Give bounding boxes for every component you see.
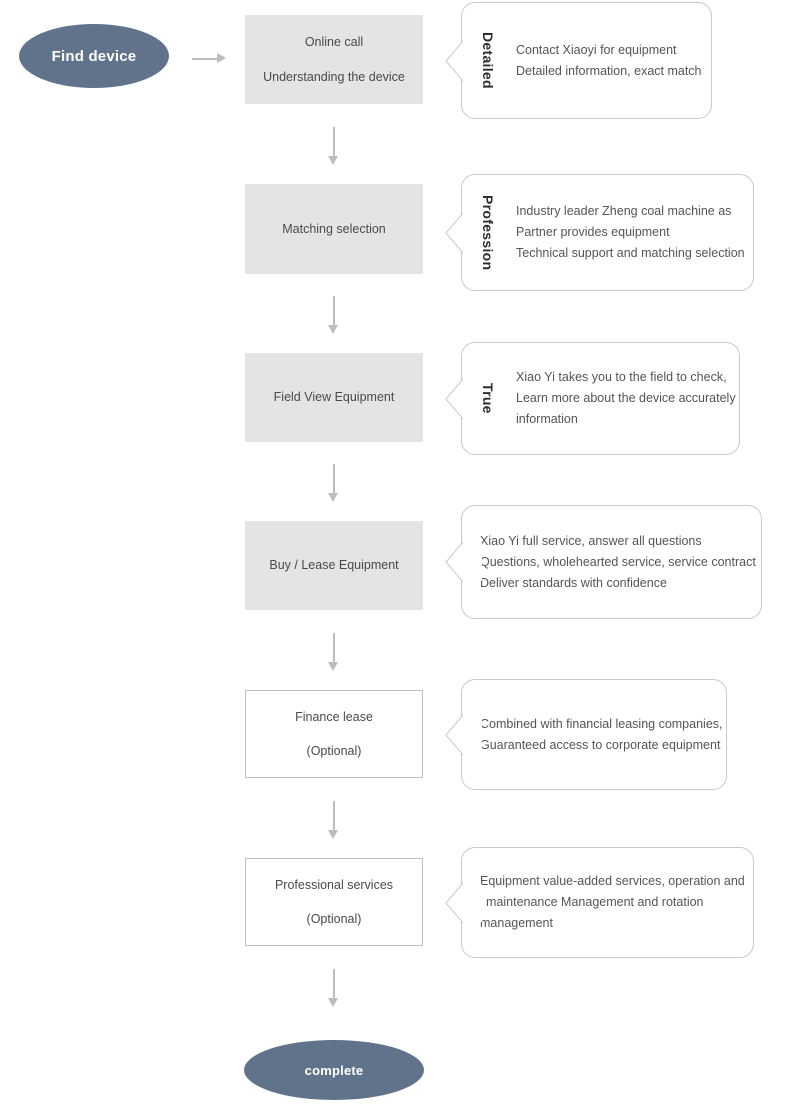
arrow-head [328,830,338,839]
arrow-head [217,53,226,63]
step-label-line1: Buy / Lease Equipment [269,558,399,573]
callout-text-line: Contact Xiaoyi for equipment [516,42,677,57]
callout-tail-mask [478,41,482,80]
callout-text-line: Detailed information, exact match [516,63,702,78]
arrow-down-icon [328,633,339,672]
callout-text-line: Xiao Yi takes you to the field to check, [516,370,727,384]
arrow-head [328,156,338,165]
callout-tail-mask [478,543,482,581]
step-label-line1: Online call [304,35,364,49]
callout-text-line: Deliver standards with confidence [480,575,667,590]
arrow-stem [333,801,335,831]
step-box-field-view-equipment[interactable]: Field View Equipment [245,353,423,442]
callout-text-line: Learn more about the device accurately [516,391,736,405]
end-node-label: complete [304,1062,364,1078]
callout-profession[interactable]: Profession Industry leader Zheng coal ma… [445,174,755,291]
callout-text: Xiao Yi takes you to the field to check,… [502,367,746,430]
step-label-line2: (Optional) [306,744,362,758]
arrow-down-icon [328,801,339,840]
arrow-down-icon [328,969,339,1008]
arrow-head [328,662,338,671]
step-box-professional-services[interactable]: Professional services (Optional) [245,858,423,946]
callout-tail-mask [478,379,482,418]
step-label-line1: Field View Equipment [273,390,395,405]
callout-text-line: management [480,916,553,930]
callout-text-line: information [516,412,578,426]
callout-tail-mask [478,715,482,754]
callout-text-line: Partner provides equipment [516,225,670,239]
callout-vertical-label: Detailed [480,32,496,89]
arrow-down-icon [328,464,339,503]
step-label-line1: Finance lease [295,709,373,724]
callout-tail-icon [445,212,464,253]
callout-true[interactable]: True Xiao Yi takes you to the field to c… [445,342,740,455]
callout-text-line: Combined with financial leasing companie… [480,716,723,731]
callout-tail-icon [445,378,464,419]
callout-finance[interactable]: Combined with financial leasing companie… [445,679,727,790]
step-label-line2: Understanding the device [263,69,405,84]
callout-vertical-label: True [480,383,496,414]
callout-text: Xiao Yi full service, answer all questio… [462,531,766,594]
callout-text-line: Technical support and matching selection [516,246,745,260]
callout-professional-services[interactable]: Equipment value-added services, operatio… [445,847,755,958]
callout-tail-icon [445,40,464,81]
arrow-stem [333,633,335,663]
callout-text-line: maintenance Management and rotation [486,895,704,909]
arrow-right-icon [192,53,226,64]
callout-text-line: Industry leader Zheng coal machine as [516,204,732,218]
callout-text: Contact Xiaoyi for equipment Detailed in… [502,40,712,82]
arrow-stem [333,969,335,999]
arrow-stem [333,464,335,494]
arrow-stem [333,296,335,326]
callout-text-line: Questions, wholehearted service, service… [480,554,756,569]
callout-tail-icon [445,882,464,923]
start-node-label: Find device [51,47,137,65]
callout-text-line: Guaranteed access to corporate equipment [480,737,721,752]
arrow-stem [333,127,335,157]
arrow-head [328,325,338,334]
step-label-line2: (Optional) [306,912,362,926]
step-box-buy-lease-equipment[interactable]: Buy / Lease Equipment [245,521,423,610]
callout-text: Equipment value-added services, operatio… [462,871,755,934]
step-label-line1: Professional services [274,877,394,892]
callout-vertical-label: Profession [480,194,496,271]
arrow-head [328,493,338,502]
step-box-online-call[interactable]: Online call Understanding the device [245,15,423,104]
callout-service[interactable]: Xiao Yi full service, answer all questio… [445,505,762,619]
callout-text-line: Xiao Yi full service, answer all questio… [480,533,702,548]
arrow-stem [192,58,218,60]
step-label-line1: Matching selection [282,221,386,236]
callout-tail-mask [478,213,482,252]
callout-text: Combined with financial leasing companie… [462,714,733,756]
arrow-head [328,998,338,1007]
end-node[interactable]: complete [244,1040,424,1100]
arrow-down-icon [328,296,339,335]
callout-tail-icon [445,541,464,583]
callout-detailed[interactable]: Detailed Contact Xiaoyi for equipment De… [445,2,712,119]
callout-text-line: Equipment value-added services, operatio… [480,874,745,888]
callout-tail-mask [478,883,482,922]
arrow-down-icon [328,127,339,166]
start-node[interactable]: Find device [19,24,169,88]
callout-tail-icon [445,714,464,755]
step-box-matching-selection[interactable]: Matching selection [245,184,423,274]
step-box-finance-lease[interactable]: Finance lease (Optional) [245,690,423,778]
callout-text: Industry leader Zheng coal machine as Pa… [502,201,755,264]
